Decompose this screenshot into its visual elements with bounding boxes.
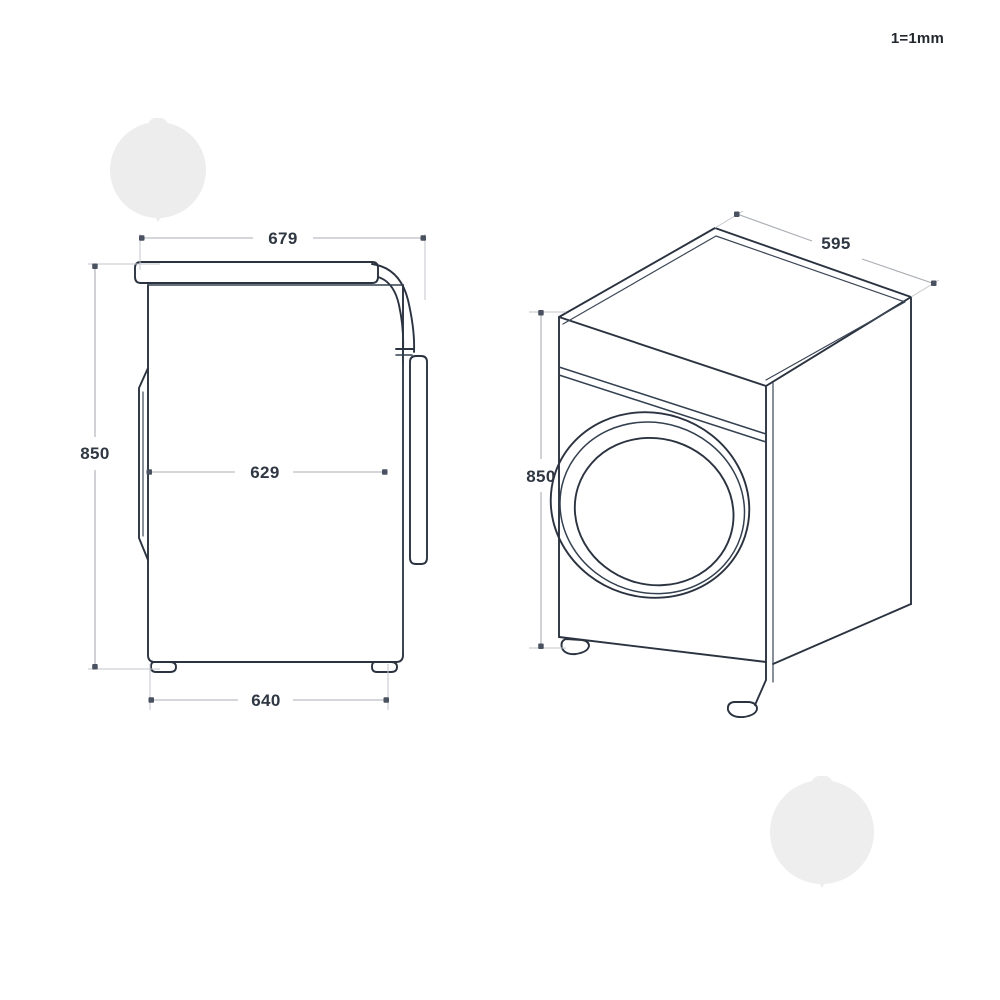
- dimension-iso-height: 850: [526, 310, 566, 649]
- dimension-side-body-width: 629: [146, 463, 388, 482]
- scale-note-label: 1=1mm: [891, 30, 944, 47]
- dimension-side-top-width: 679: [139, 229, 426, 300]
- dimension-label-850-side: 850: [80, 444, 110, 463]
- dimension-label-640: 640: [251, 691, 281, 710]
- dimension-label-629: 629: [250, 463, 280, 482]
- dimension-label-595: 595: [821, 234, 851, 253]
- isometric-view-geometry: [549, 227, 912, 719]
- side-view-geometry: [134, 261, 428, 673]
- watermark-top-left: [110, 118, 206, 222]
- dimension-label-850-iso: 850: [526, 467, 556, 486]
- watermark-bottom-right: [770, 776, 874, 888]
- dimension-label-679: 679: [268, 229, 298, 248]
- dimension-iso-depth: 595: [714, 210, 940, 298]
- dimension-side-base-width: 640: [148, 664, 389, 710]
- dimension-side-height: 850: [80, 263, 160, 670]
